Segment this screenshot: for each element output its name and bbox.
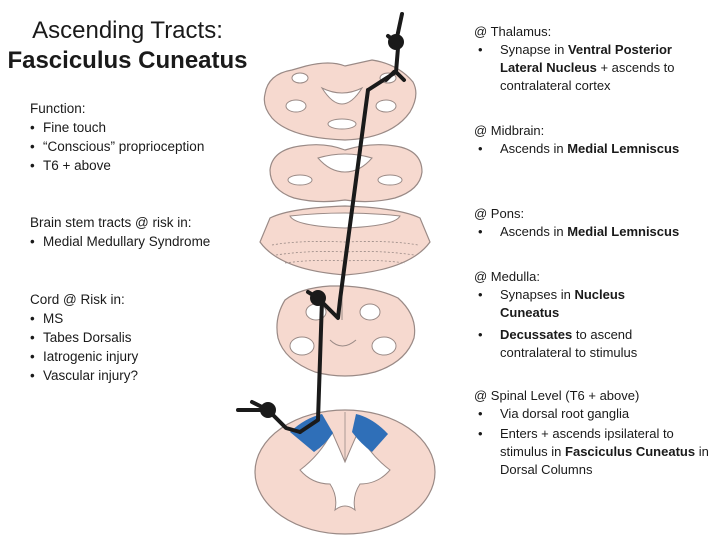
- spinal-item: Via dorsal root ganglia: [474, 405, 710, 423]
- medulla-block: @ Medulla: Synapses in Nucleus Cuneatus …: [474, 268, 674, 362]
- medulla-item-text: to ascend contralateral to stimulus: [500, 327, 638, 360]
- thalamus-heading: @ Thalamus:: [474, 24, 552, 39]
- dorsal-root-fiber: [236, 408, 302, 434]
- slide-title: Ascending Tracts: Fasciculus Cuneatus: [0, 16, 255, 76]
- nucleus-cuneatus-term: Nucleus Cuneatus: [500, 287, 626, 320]
- cord-risk-block: Cord @ Risk in: MS Tabes Dorsalis Iatrog…: [30, 290, 240, 385]
- function-block: Function: Fine touch “Conscious” proprio…: [30, 99, 255, 175]
- medulla-section-outline: [276, 285, 416, 377]
- fasciculus-cuneatus-right-highlight: [352, 414, 388, 452]
- medial-lemniscus-term: Medial Lemniscus: [567, 141, 680, 156]
- cord-risk-heading: Cord @ Risk in:: [30, 292, 125, 307]
- spinal-item-text: Enters + ascends ipsilateral to stimulus…: [500, 426, 674, 459]
- midbrain-section-outline: [269, 144, 423, 203]
- decussating-fiber: [306, 88, 370, 320]
- vpl-term: Ventral Posterior Lateral Nucleus: [500, 42, 672, 75]
- thalamus-block: @ Thalamus: Synapse in Ventral Posterior…: [474, 23, 710, 95]
- title-line-1: Ascending Tracts:: [32, 17, 223, 44]
- function-item: “Conscious” proprioception: [30, 137, 255, 156]
- cord-risk-item: Tabes Dorsalis: [30, 328, 240, 347]
- medulla-heading: @ Medulla:: [474, 269, 540, 284]
- function-heading: Function:: [30, 101, 86, 116]
- cord-risk-item: MS: [30, 309, 240, 328]
- spinal-item: Enters + ascends ipsilateral to stimulus…: [474, 425, 710, 479]
- ascending-fiber: [298, 298, 324, 434]
- brainstem-risk-block: Brain stem tracts @ risk in: Medial Medu…: [30, 213, 230, 251]
- medulla-section: [276, 285, 416, 377]
- pons-item-text: Ascends in: [500, 224, 568, 239]
- medial-lemniscus-term: Medial Lemniscus: [567, 224, 680, 239]
- function-item: T6 + above: [30, 156, 255, 175]
- cord-risk-item: Iatrogenic injury: [30, 347, 240, 366]
- thalamus-item-text: + ascends to contralateral cortex: [500, 60, 675, 93]
- brainstem-risk-item: Medial Medullary Syndrome: [30, 232, 230, 251]
- pons-heading: @ Pons:: [474, 206, 525, 221]
- dorsal-root-ganglion: [260, 402, 276, 418]
- cord-risk-item: Vascular injury?: [30, 366, 240, 385]
- fasciculus-cuneatus-term: Fasciculus Cuneatus: [565, 444, 696, 459]
- pons-block: @ Pons: Ascends in Medial Lemniscus: [474, 205, 710, 241]
- pons-section: [259, 205, 431, 276]
- spinal-item-text: in Dorsal Columns: [500, 444, 709, 477]
- title-line-2: Fasciculus Cuneatus: [7, 47, 248, 74]
- thalamus-item: Synapse in Ventral Posterior Lateral Nuc…: [474, 41, 710, 95]
- fasciculus-cuneatus-left-highlight: [290, 414, 333, 452]
- pathway-neuron: [236, 12, 406, 434]
- pons-item: Ascends in Medial Lemniscus: [474, 223, 710, 241]
- midbrain-section: [269, 144, 423, 203]
- midbrain-block: @ Midbrain: Ascends in Medial Lemniscus: [474, 122, 710, 158]
- midbrain-item-text: Ascends in: [500, 141, 568, 156]
- spinal-block: @ Spinal Level (T6 + above) Via dorsal r…: [474, 387, 710, 479]
- thalamocortical-fiber: [386, 34, 400, 74]
- function-item: Fine touch: [30, 118, 255, 137]
- spinal-cord-section: [254, 409, 436, 535]
- medulla-item: Decussates to ascend contralateral to st…: [474, 326, 674, 362]
- decussates-term: Decussates: [500, 327, 573, 342]
- medulla-item-text: Synapses in: [500, 287, 575, 302]
- medulla-item: Synapses in Nucleus Cuneatus: [474, 286, 674, 322]
- spinal-heading: @ Spinal Level (T6 + above): [474, 388, 640, 403]
- midbrain-item: Ascends in Medial Lemniscus: [474, 140, 710, 158]
- thalamus-section: [263, 59, 417, 141]
- thalamus-item-text: Synapse in: [500, 42, 568, 57]
- brainstem-risk-heading: Brain stem tracts @ risk in:: [30, 215, 192, 230]
- midbrain-heading: @ Midbrain:: [474, 123, 545, 138]
